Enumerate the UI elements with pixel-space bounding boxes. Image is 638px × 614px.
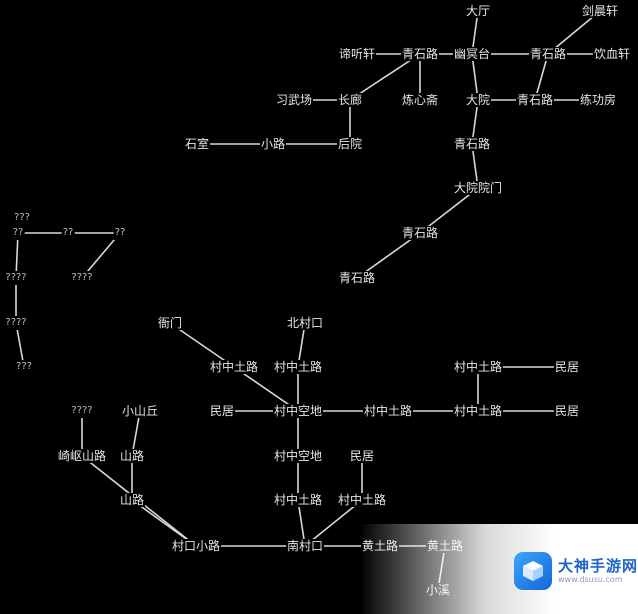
location-minju2[interactable]: 民居 — [208, 404, 236, 418]
path-u2-u5 — [15, 232, 19, 279]
location-yinxue[interactable]: 饮血轩 — [592, 47, 632, 61]
location-u1[interactable]: ??? — [13, 211, 31, 225]
path-beicun-ct2 — [297, 322, 306, 368]
location-shanlu1[interactable]: 山路 — [118, 449, 146, 463]
path-dymen-qs5 — [419, 187, 479, 234]
path-qs5-qs6 — [356, 232, 421, 279]
site-watermark: 大神手游网 www.dsusu.com — [514, 552, 638, 590]
location-u2[interactable]: ?? — [11, 226, 25, 240]
location-u3[interactable]: ?? — [61, 226, 75, 240]
location-youming[interactable]: 幽冥台 — [452, 47, 492, 61]
location-dayuan[interactable]: 大院 — [464, 93, 492, 107]
location-jianchen[interactable]: 剑晨轩 — [580, 4, 620, 18]
location-cunkou[interactable]: 村口小路 — [170, 539, 222, 553]
location-qs6[interactable]: 青石路 — [337, 271, 377, 285]
location-qiqushanlu[interactable]: 崎岖山路 — [56, 449, 108, 463]
location-u8[interactable]: ??? — [15, 360, 33, 374]
location-ct3[interactable]: 村中土路 — [452, 360, 504, 374]
path-ct1-ckd1 — [233, 366, 299, 412]
location-shanlu2[interactable]: 山路 — [118, 493, 146, 507]
location-qs5[interactable]: 青石路 — [400, 226, 440, 240]
location-minju4[interactable]: 民居 — [348, 449, 376, 463]
path-dating-youming — [471, 10, 479, 55]
location-ckd2[interactable]: 村中空地 — [272, 449, 324, 463]
location-yamen[interactable]: 衙门 — [156, 316, 184, 330]
path-qs4-dymen — [471, 143, 479, 189]
location-ct6[interactable]: 村中土路 — [272, 493, 324, 507]
location-u4[interactable]: ?? — [113, 226, 127, 240]
location-u9[interactable]: ???? — [70, 404, 94, 418]
location-u5[interactable]: ???? — [4, 271, 28, 285]
location-qs4[interactable]: 青石路 — [452, 137, 492, 151]
path-youming-dayuan — [471, 53, 479, 101]
location-qs1[interactable]: 青石路 — [400, 47, 440, 61]
cube-logo-icon — [514, 552, 552, 590]
path-qs1-changlang — [349, 53, 421, 101]
path-qs2-qs3 — [534, 53, 549, 101]
location-beicun[interactable]: 北村口 — [285, 316, 325, 330]
location-ct5[interactable]: 村中土路 — [452, 404, 504, 418]
location-lianxin[interactable]: 炼心斋 — [400, 93, 440, 107]
location-xiwu[interactable]: 习武场 — [274, 93, 314, 107]
watermark-name: 大神手游网 — [558, 557, 638, 575]
location-ct4[interactable]: 村中土路 — [362, 404, 414, 418]
path-ct7-nancun — [304, 499, 363, 547]
path-dayuan-qs4 — [471, 99, 479, 145]
location-qs3[interactable]: 青石路 — [515, 93, 555, 107]
path-yamen-ct1 — [169, 322, 235, 368]
location-dymen[interactable]: 大院院门 — [452, 181, 504, 195]
location-xiaoshanqiu[interactable]: 小山丘 — [120, 404, 160, 418]
watermark-backdrop — [360, 524, 638, 614]
location-ct7[interactable]: 村中土路 — [336, 493, 388, 507]
path-u7-u8 — [15, 322, 25, 368]
location-shishi[interactable]: 石室 — [183, 137, 211, 151]
location-changlang[interactable]: 长廊 — [336, 93, 364, 107]
location-dixin[interactable]: 谛听轩 — [337, 47, 377, 61]
path-u4-u6 — [81, 232, 121, 279]
path-ct6-nancun — [297, 499, 306, 547]
location-minju3[interactable]: 民居 — [553, 404, 581, 418]
path-xiaoshanqiu-shanlu1 — [131, 410, 141, 457]
location-xiaolu[interactable]: 小路 — [259, 137, 287, 151]
location-houyuan[interactable]: 后院 — [336, 137, 364, 151]
location-nancun[interactable]: 南村口 — [285, 539, 325, 553]
location-ckd1[interactable]: 村中空地 — [272, 404, 324, 418]
location-dating[interactable]: 大厅 — [464, 4, 492, 18]
path-shanlu2-cunkou — [131, 499, 197, 547]
location-ct2[interactable]: 村中土路 — [272, 360, 324, 374]
location-qs2[interactable]: 青石路 — [528, 47, 568, 61]
location-ct1[interactable]: 村中土路 — [208, 360, 260, 374]
location-liangong[interactable]: 练功房 — [578, 93, 618, 107]
location-u7[interactable]: ???? — [4, 316, 28, 330]
location-u6[interactable]: ???? — [70, 271, 94, 285]
location-minju1[interactable]: 民居 — [553, 360, 581, 374]
watermark-url: www.dsusu.com — [558, 575, 623, 584]
path-jianchen-qs2 — [547, 10, 601, 55]
